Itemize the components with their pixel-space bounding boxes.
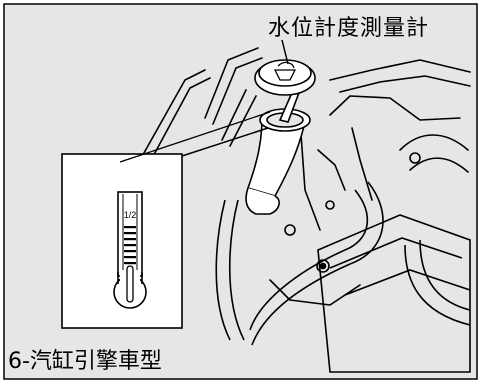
coolant-hoses — [215, 181, 471, 346]
engine-linework — [139, 47, 471, 306]
label-leader-line — [281, 39, 289, 65]
reservoir-cap — [254, 59, 316, 96]
dipstick-inset: 1/2 — [61, 111, 271, 329]
inset-scale-mark: 1/2 — [124, 210, 137, 220]
gauge-name-label: 水位計度測量計 — [268, 16, 430, 41]
inset-pointer-line — [181, 127, 269, 157]
engine-type-caption: 6-汽缸引擎車型 — [8, 349, 162, 374]
inset-scale-marks — [124, 226, 136, 265]
